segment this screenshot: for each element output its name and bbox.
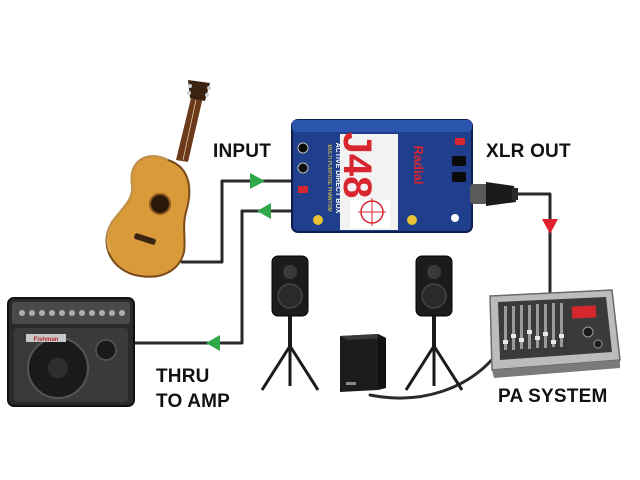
thru-arrow-upper-icon <box>257 203 271 219</box>
powered-mixer-icon <box>489 289 621 378</box>
di-tagline-text: MULTI-PURPOSE PHANTOM <box>326 144 332 211</box>
pa-speaker-left-icon <box>260 255 320 391</box>
di-brand-text: Radial <box>411 145 426 184</box>
xlr-pa-cable <box>514 192 552 298</box>
amp-brand-text: Fishman <box>34 337 59 343</box>
subwoofer-icon <box>340 334 386 392</box>
input-label: INPUT <box>213 141 271 162</box>
input-arrow-icon <box>250 173 265 189</box>
xlr-connector-icon <box>470 182 518 206</box>
guitar-input-cable <box>180 179 294 264</box>
thru-label: THRU <box>156 366 210 387</box>
pa-speaker-cable <box>368 348 502 400</box>
pa-system-label: PA SYSTEM <box>498 386 608 407</box>
xlr-out-label: XLR OUT <box>486 141 571 162</box>
di-subtitle-text: ACTIVE DIRECT BOX <box>334 143 341 214</box>
acoustic-guitar-icon <box>105 80 211 278</box>
acoustic-amp-icon: Fishman <box>7 297 135 407</box>
to-amp-label: TO AMP <box>156 391 231 412</box>
thru-arrow-lower-icon <box>206 335 220 351</box>
xlr-arrow-icon <box>542 219 558 234</box>
di-box-icon: J48 ACTIVE DIRECT BOX MULTI-PURPOSE PHAN… <box>291 119 473 233</box>
pa-speaker-right-icon <box>404 255 464 391</box>
di-model-text: J48 <box>335 132 379 199</box>
